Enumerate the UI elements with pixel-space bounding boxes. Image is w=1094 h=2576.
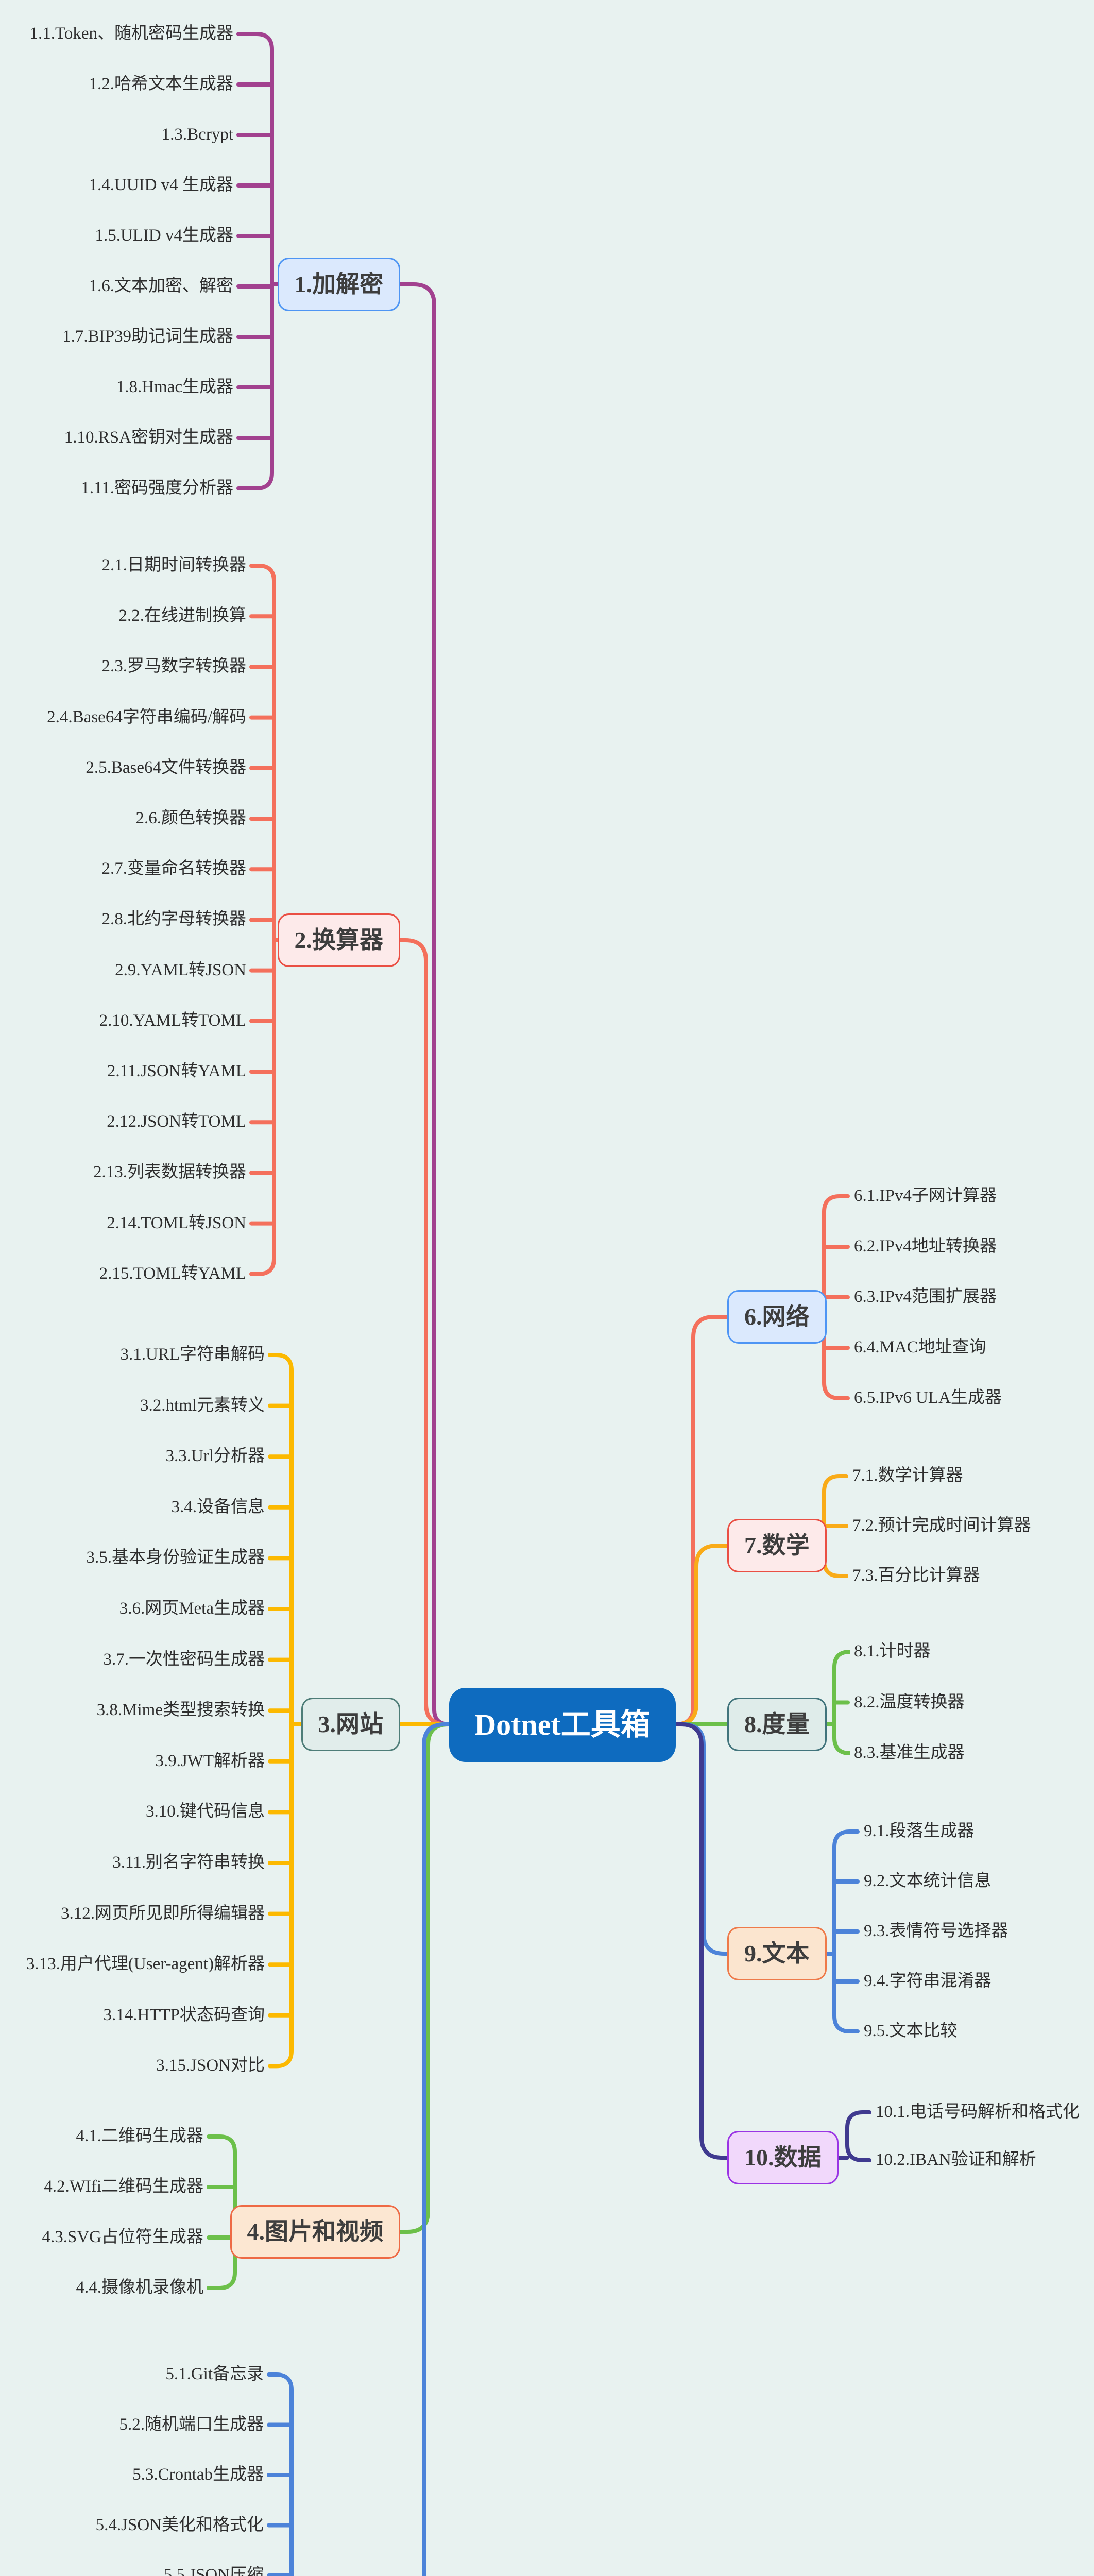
leaf-item[interactable]: 9.3.表情符号选择器 bbox=[864, 1922, 1008, 1941]
leaf-item[interactable]: 9.2.文本统计信息 bbox=[864, 1872, 992, 1891]
leaf-item[interactable]: 3.12.网页所见即所得编辑器 bbox=[61, 1904, 265, 1923]
connector-path bbox=[845, 2110, 871, 2162]
leaf-item[interactable]: 5.3.Crontab生成器 bbox=[132, 2465, 264, 2484]
branch-node[interactable]: 4.图片和视频 bbox=[230, 2205, 400, 2259]
leaf-item[interactable]: 4.4.摄像机录像机 bbox=[76, 2278, 204, 2297]
leaf-item[interactable]: 7.1.数学计算器 bbox=[852, 1466, 963, 1485]
connector-path bbox=[674, 1544, 732, 1726]
leaf-item[interactable]: 1.1.Token、随机密码生成器 bbox=[29, 24, 233, 43]
connector-path bbox=[396, 282, 451, 1726]
leaf-item[interactable]: 2.9.YAML转JSON bbox=[115, 961, 246, 980]
leaf-item[interactable]: 3.11.别名字符串转换 bbox=[112, 1853, 265, 1872]
leaf-item[interactable]: 6.2.IPv4地址转换器 bbox=[854, 1237, 997, 1256]
branch-node[interactable]: 8.度量 bbox=[727, 1698, 827, 1751]
leaf-item[interactable]: 2.2.在线进制换算 bbox=[118, 606, 247, 625]
center-topic-node[interactable]: Dotnet工具箱 bbox=[449, 1688, 676, 1762]
leaf-item[interactable]: 2.6.颜色转换器 bbox=[135, 809, 247, 828]
connector-path bbox=[422, 1722, 451, 2576]
leaf-item[interactable]: 9.1.段落生成器 bbox=[864, 1822, 975, 1841]
leaf-item[interactable]: 3.4.设备信息 bbox=[171, 1498, 265, 1517]
branch-node[interactable]: 1.加解密 bbox=[277, 258, 400, 311]
connector-path bbox=[674, 1722, 732, 2160]
branch-node[interactable]: 7.数学 bbox=[727, 1519, 827, 1572]
leaf-item[interactable]: 2.5.Base64文件转换器 bbox=[86, 758, 246, 777]
leaf-item[interactable]: 3.6.网页Meta生成器 bbox=[119, 1599, 265, 1618]
leaf-item[interactable]: 1.5.ULID v4生成器 bbox=[95, 226, 233, 245]
branch-node[interactable]: 6.网络 bbox=[727, 1290, 827, 1344]
leaf-item[interactable]: 3.9.JWT解析器 bbox=[155, 1752, 265, 1771]
leaf-item[interactable]: 8.2.温度转换器 bbox=[854, 1693, 965, 1712]
leaf-item[interactable]: 5.1.Git备忘录 bbox=[165, 2365, 264, 2384]
leaf-item[interactable]: 8.1.计时器 bbox=[854, 1642, 931, 1661]
leaf-item[interactable]: 4.3.SVG占位符生成器 bbox=[42, 2228, 203, 2247]
leaf-item[interactable]: 5.4.JSON美化和格式化 bbox=[95, 2516, 264, 2535]
leaf-item[interactable]: 2.13.列表数据转换器 bbox=[93, 1163, 246, 1182]
leaf-item[interactable]: 6.1.IPv4子网计算器 bbox=[854, 1187, 997, 1206]
leaf-item[interactable]: 2.3.罗马数字转换器 bbox=[101, 657, 247, 676]
leaf-item[interactable]: 5.5.JSON压缩 bbox=[163, 2566, 264, 2576]
leaf-item[interactable]: 2.1.日期时间转换器 bbox=[101, 556, 247, 575]
leaf-item[interactable]: 3.15.JSON对比 bbox=[156, 2056, 265, 2075]
branch-node[interactable]: 9.文本 bbox=[727, 1927, 827, 1980]
leaf-item[interactable]: 3.5.基本身份验证生成器 bbox=[86, 1548, 265, 1567]
leaf-item[interactable]: 7.2.预计完成时间计算器 bbox=[852, 1516, 1031, 1535]
leaf-item[interactable]: 2.7.变量命名转换器 bbox=[101, 859, 247, 878]
connector-path bbox=[674, 1315, 732, 1726]
leaf-item[interactable]: 1.8.Hmac生成器 bbox=[116, 378, 233, 397]
leaf-item[interactable]: 1.6.文本加密、解密 bbox=[89, 277, 234, 296]
leaf-item[interactable]: 3.10.键代码信息 bbox=[146, 1802, 265, 1821]
leaf-item[interactable]: 3.13.用户代理(User-agent)解析器 bbox=[26, 1955, 265, 1974]
branch-node[interactable]: 3.网站 bbox=[301, 1698, 400, 1751]
leaf-item[interactable]: 1.11.密码强度分析器 bbox=[81, 479, 233, 498]
leaf-item[interactable]: 10.1.电话号码解析和格式化 bbox=[876, 2103, 1080, 2122]
leaf-item[interactable]: 1.4.UUID v4 生成器 bbox=[89, 176, 233, 195]
leaf-item[interactable]: 1.7.BIP39助记词生成器 bbox=[62, 327, 233, 346]
branch-node[interactable]: 10.数据 bbox=[727, 2131, 839, 2184]
leaf-item[interactable]: 4.2.WIfi二维码生成器 bbox=[44, 2177, 203, 2196]
leaf-item[interactable]: 3.3.Url分析器 bbox=[165, 1447, 265, 1466]
connector-path bbox=[236, 32, 274, 490]
connector-path bbox=[396, 938, 451, 1726]
leaf-item[interactable]: 8.3.基准生成器 bbox=[854, 1743, 965, 1762]
leaf-item[interactable]: 6.3.IPv4范围扩展器 bbox=[854, 1287, 997, 1307]
leaf-item[interactable]: 10.2.IBAN验证和解析 bbox=[876, 2150, 1036, 2170]
branch-node[interactable]: 2.换算器 bbox=[277, 913, 400, 967]
leaf-item[interactable]: 1.3.Bcrypt bbox=[161, 125, 233, 144]
leaf-item[interactable]: 3.7.一次性密码生成器 bbox=[103, 1650, 265, 1669]
connector-path bbox=[267, 2372, 294, 2576]
leaf-item[interactable]: 1.10.RSA密钥对生成器 bbox=[64, 428, 233, 447]
leaf-item[interactable]: 9.4.字符串混淆器 bbox=[864, 1972, 992, 1991]
leaf-item[interactable]: 3.8.Mime类型搜索转换 bbox=[96, 1701, 265, 1720]
leaf-item[interactable]: 6.5.IPv6 ULA生成器 bbox=[854, 1388, 1002, 1408]
leaf-item[interactable]: 9.5.文本比较 bbox=[864, 2022, 958, 2041]
leaf-item[interactable]: 2.4.Base64字符串编码/解码 bbox=[47, 708, 246, 727]
leaf-item[interactable]: 2.12.JSON转TOML bbox=[107, 1112, 246, 1131]
leaf-item[interactable]: 3.14.HTTP状态码查询 bbox=[103, 2006, 265, 2025]
leaf-item[interactable]: 2.14.TOML转JSON bbox=[107, 1214, 246, 1233]
leaf-item[interactable]: 4.1.二维码生成器 bbox=[76, 2127, 204, 2146]
leaf-item[interactable]: 3.2.html元素转义 bbox=[140, 1396, 265, 1415]
leaf-item[interactable]: 3.1.URL字符串解码 bbox=[120, 1345, 265, 1364]
leaf-item[interactable]: 2.8.北约字母转换器 bbox=[101, 910, 247, 929]
leaf-item[interactable]: 2.10.YAML转TOML bbox=[99, 1011, 246, 1030]
leaf-item[interactable]: 7.3.百分比计算器 bbox=[852, 1566, 980, 1585]
leaf-item[interactable]: 2.11.JSON转YAML bbox=[107, 1062, 246, 1081]
leaf-item[interactable]: 6.4.MAC地址查询 bbox=[854, 1338, 986, 1357]
leaf-item[interactable]: 2.15.TOML转YAML bbox=[99, 1264, 246, 1283]
leaf-item[interactable]: 5.2.随机端口生成器 bbox=[119, 2415, 264, 2434]
leaf-item[interactable]: 1.2.哈希文本生成器 bbox=[89, 75, 234, 94]
